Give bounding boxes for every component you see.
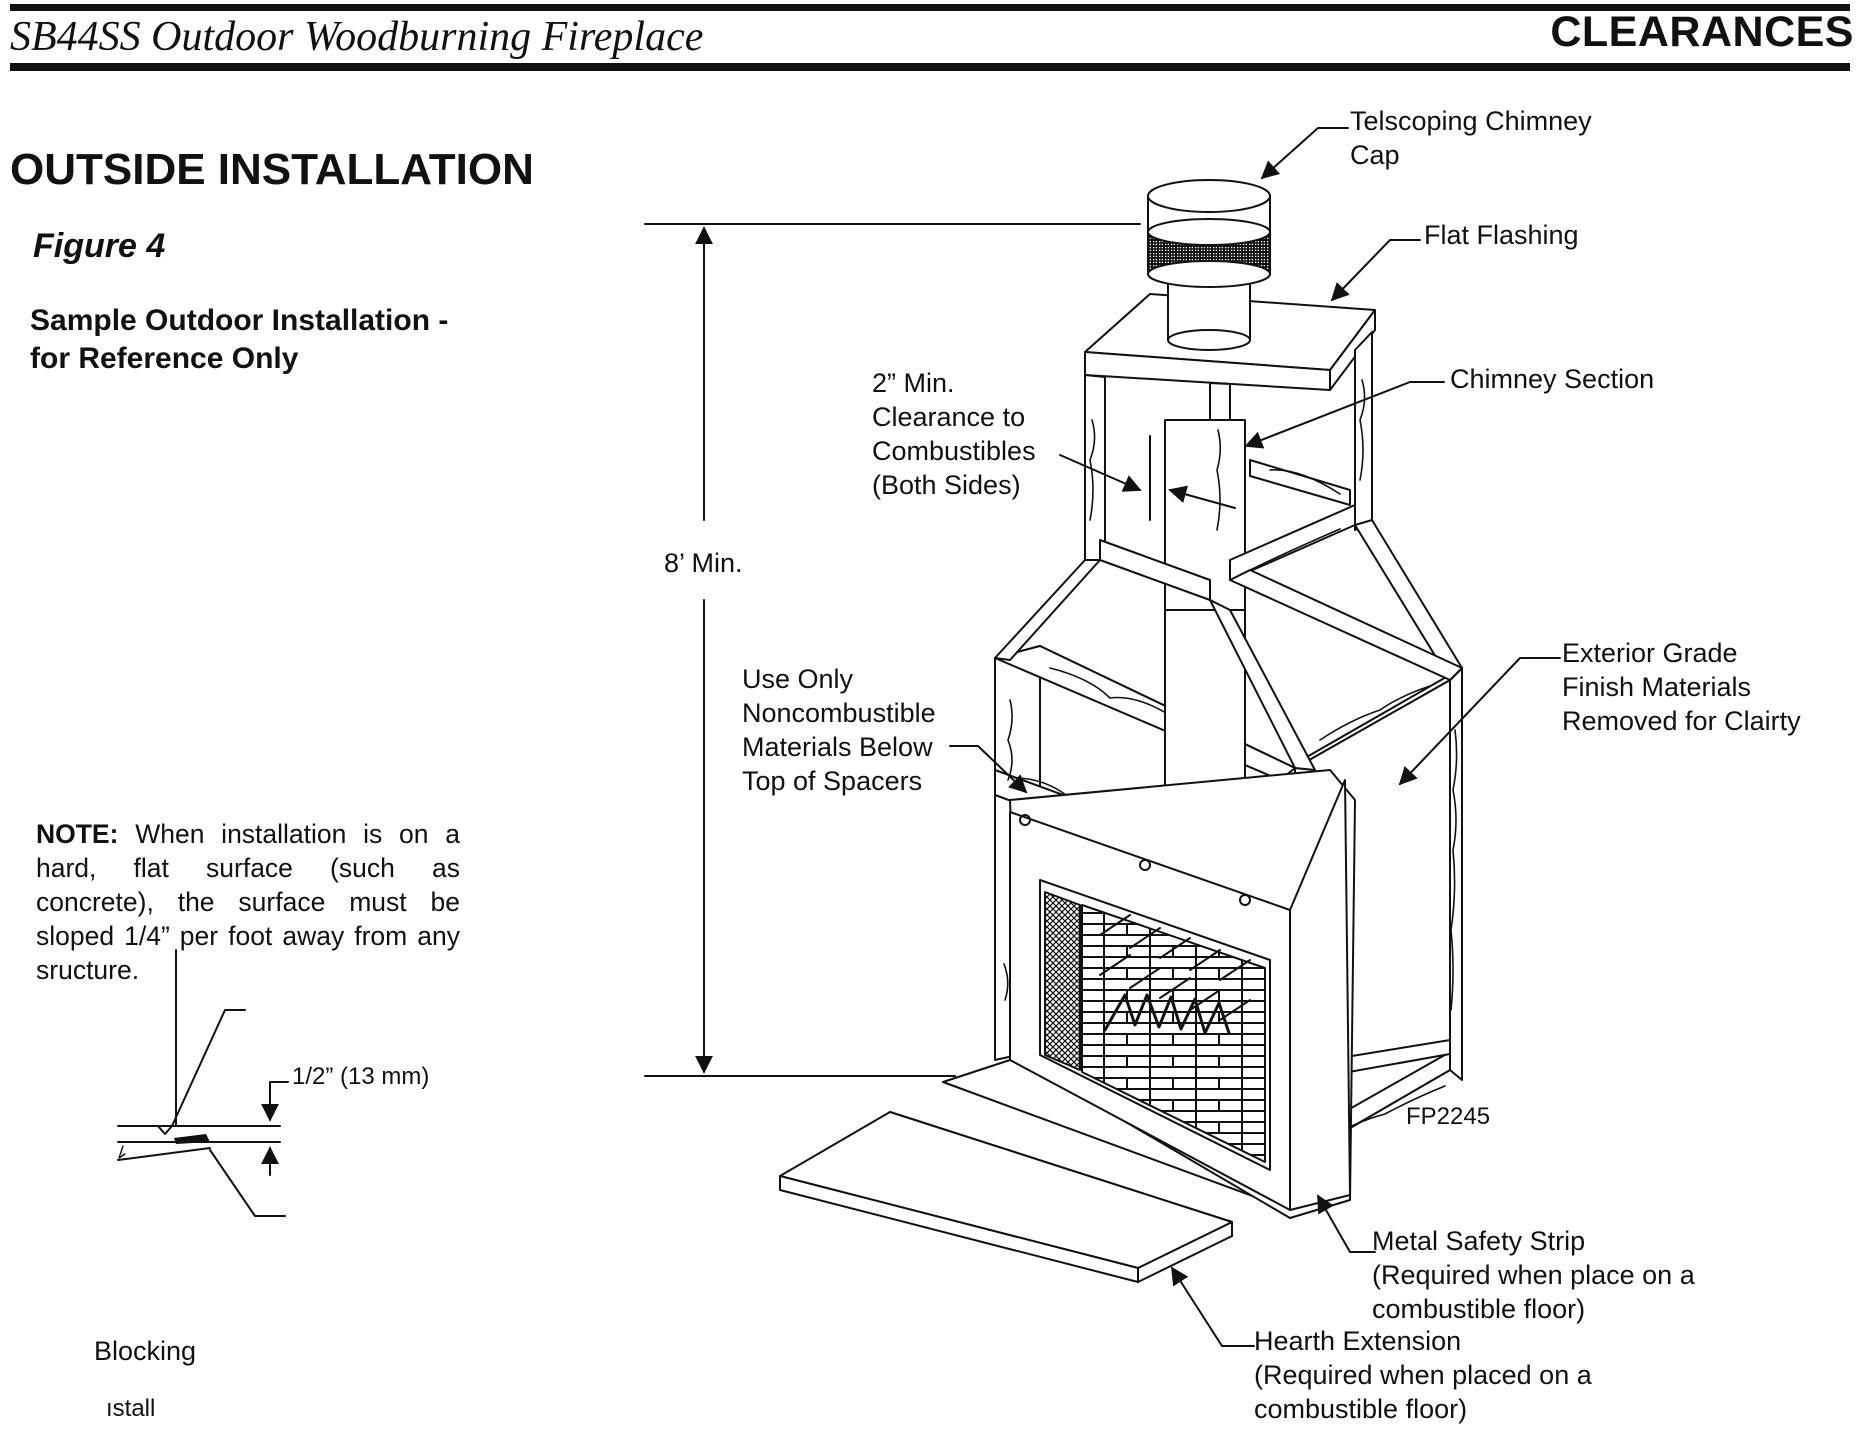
clearance-indicators [1059,435,1236,521]
page-heading: OUTSIDE INSTALLATION [10,145,534,194]
label-exterior-finish: Exterior Grade Finish Materials Removed … [1562,638,1801,736]
label-blocking: Blocking [94,1336,197,1366]
label-height: 8’ Min. [664,548,743,578]
callout-leaders [949,127,1561,1347]
section-tag: CLEARANCES [1550,8,1854,56]
chimney-chase [994,293,1463,771]
label-chimney-section: Chimney Section [1450,364,1655,394]
hearth-extension-slab [779,1111,1233,1283]
height-dimension [644,223,1141,1077]
figure-caption: Sample Outdoor Installation - for Refere… [30,304,449,375]
label-noncombustible: Use Only Noncombustible Materials Below … [742,664,936,796]
note-text: When installation is on a hard, flat sur… [36,819,460,985]
installation-note: NOTE: When installation is on a hard, fl… [36,817,460,987]
figure-label: Figure 4 [33,227,166,265]
header-bottom-rule [10,63,1850,71]
document-title: SB44SS Outdoor Woodburning Fireplace [10,14,704,60]
slope-detail [117,949,289,1217]
label-chimney-cap: Telscoping Chimney Cap [1350,106,1592,170]
header-top-rule [10,4,1850,11]
note-lead: NOTE: [36,819,119,849]
label-hearth-extension: Hearth Extension (Required when placed o… [1254,1326,1592,1424]
label-clearance: 2” Min. Clearance to Combustibles (Both … [872,368,1036,500]
firebox [1009,769,1356,1219]
label-slope-dimension: 1/2” (13 mm) [292,1063,430,1090]
label-flat-flashing: Flat Flashing [1424,220,1579,250]
label-metal-safety-strip: Metal Safety Strip (Required when place … [1372,1226,1695,1324]
label-drawing-number: FP2245 [1406,1103,1491,1130]
label-install-fragment: ıstall [106,1395,156,1422]
chimney-cap [1147,179,1271,351]
